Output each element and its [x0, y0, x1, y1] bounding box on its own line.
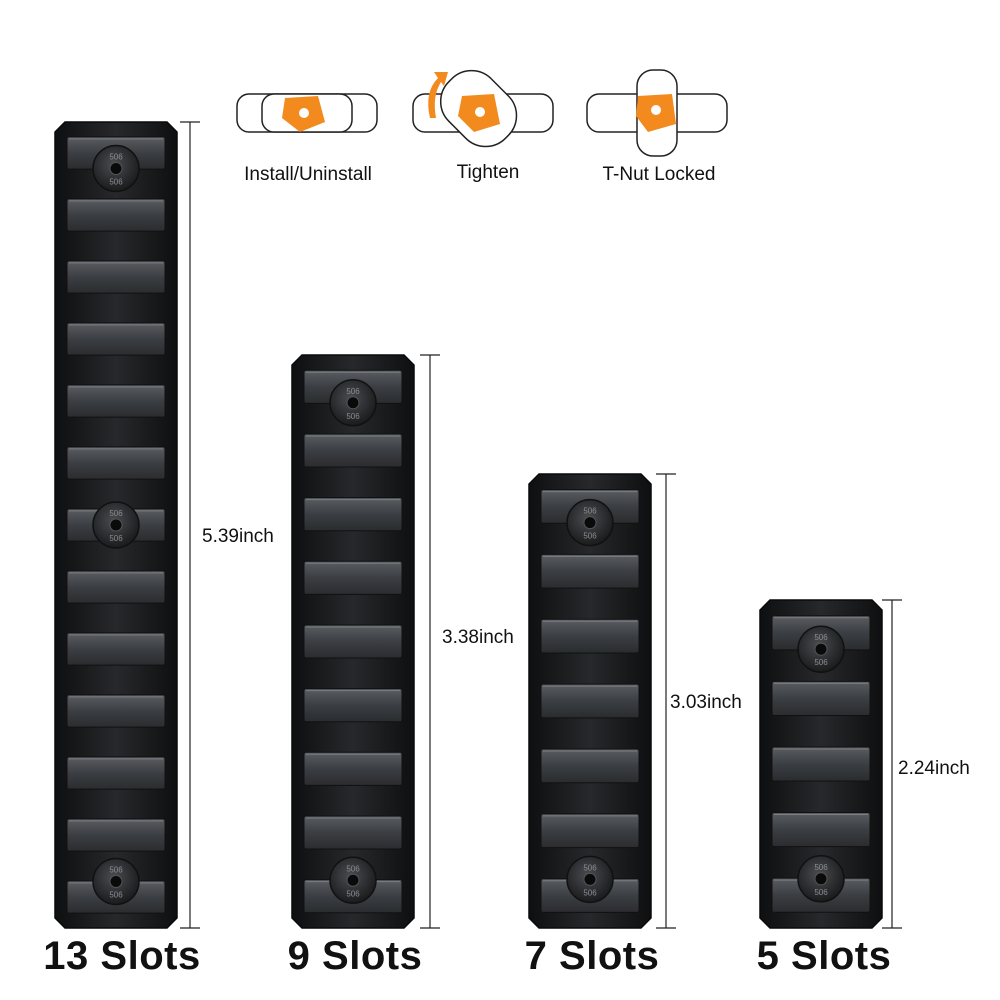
rail-slot: [540, 618, 640, 654]
screw-bottom: 506 506: [566, 855, 614, 904]
screw-top: 506 506: [566, 498, 614, 547]
rail-slot: [303, 688, 403, 723]
step-label-tighten: Tighten: [456, 162, 520, 183]
rail-slots-5: 5 Slots: [756, 934, 892, 978]
rails-group: 5065065065065065065065065065065065065065…: [54, 121, 902, 929]
svg-text:506: 506: [814, 863, 828, 872]
t-nut-locked-diagram: [586, 69, 728, 157]
rail-slot: [66, 570, 166, 604]
rail-7-slot: 506 506 506 506: [528, 473, 652, 929]
svg-text:506: 506: [814, 658, 828, 667]
svg-text:506: 506: [346, 889, 360, 898]
rail-slots-7: 7 Slots: [524, 934, 660, 978]
rail-slot: [771, 680, 871, 716]
rail-slot: [66, 198, 166, 232]
rail-9-slot: 506 506 506 506: [291, 354, 415, 929]
rail-slot: [540, 813, 640, 849]
rail-slot: [66, 694, 166, 728]
rail-slot: [303, 560, 403, 595]
screw-middle: 506 506: [92, 501, 140, 549]
svg-text:506: 506: [109, 866, 123, 875]
svg-text:506: 506: [346, 864, 360, 873]
rail-length-9: 3.38inch: [440, 627, 516, 649]
dimension-line: [180, 121, 200, 929]
screw-bottom: 506 506: [329, 856, 377, 904]
rail-length-7: 3.03inch: [668, 692, 744, 714]
rail-slot: [66, 260, 166, 294]
rail-slots-9: 9 Slots: [287, 934, 423, 978]
svg-text:506: 506: [814, 633, 828, 642]
step-label-locked: T-Nut Locked: [602, 164, 716, 185]
rail-slot: [66, 384, 166, 418]
screw-bottom: 506 506: [92, 857, 140, 906]
dimension-line: [656, 473, 676, 929]
svg-text:506: 506: [346, 387, 360, 396]
rail-slot: [303, 751, 403, 786]
rail-length-5: 2.24inch: [896, 758, 972, 780]
svg-text:506: 506: [814, 888, 828, 897]
svg-text:506: 506: [583, 507, 597, 516]
install-uninstall-diagram: [236, 93, 378, 133]
rail-slot: [771, 812, 871, 848]
rail-slot: [303, 815, 403, 850]
svg-text:506: 506: [109, 534, 123, 543]
svg-text:506: 506: [109, 153, 123, 162]
rail-slot: [66, 756, 166, 790]
svg-text:506: 506: [583, 863, 597, 872]
rail-slot: [303, 497, 403, 532]
tighten-diagram: [412, 69, 554, 148]
rail-slot: [540, 748, 640, 784]
rail-13-slot: 506 506 506 506 506 506: [54, 121, 178, 929]
rail-slot: [66, 446, 166, 480]
screw-top: 506 506: [797, 625, 845, 673]
rail-slot: [66, 632, 166, 666]
rail-slot: [771, 746, 871, 782]
rotate-arrow-icon: [428, 72, 448, 118]
rail-slot: [303, 433, 403, 468]
svg-text:506: 506: [109, 178, 123, 187]
rail-slot: [66, 322, 166, 356]
rail-slot: [540, 553, 640, 589]
svg-text:506: 506: [109, 891, 123, 900]
screw-bottom: 506 506: [797, 855, 845, 903]
svg-text:506: 506: [583, 532, 597, 541]
screw-top: 506 506: [329, 379, 377, 427]
screw-top: 506 506: [92, 144, 140, 193]
rail-slot: [540, 683, 640, 719]
rail-length-13: 5.39inch: [200, 526, 276, 548]
svg-text:506: 506: [346, 412, 360, 421]
svg-text:506: 506: [583, 888, 597, 897]
svg-text:506: 506: [109, 509, 123, 518]
step-label-install: Install/Uninstall: [244, 164, 372, 185]
dimension-line: [882, 599, 902, 929]
rail-5-slot: 506 506 506 506: [759, 599, 883, 929]
rail-slots-13: 13 Slots: [43, 934, 201, 978]
rail-slot: [66, 818, 166, 852]
dimension-line: [420, 354, 440, 929]
rail-slot: [303, 624, 403, 659]
